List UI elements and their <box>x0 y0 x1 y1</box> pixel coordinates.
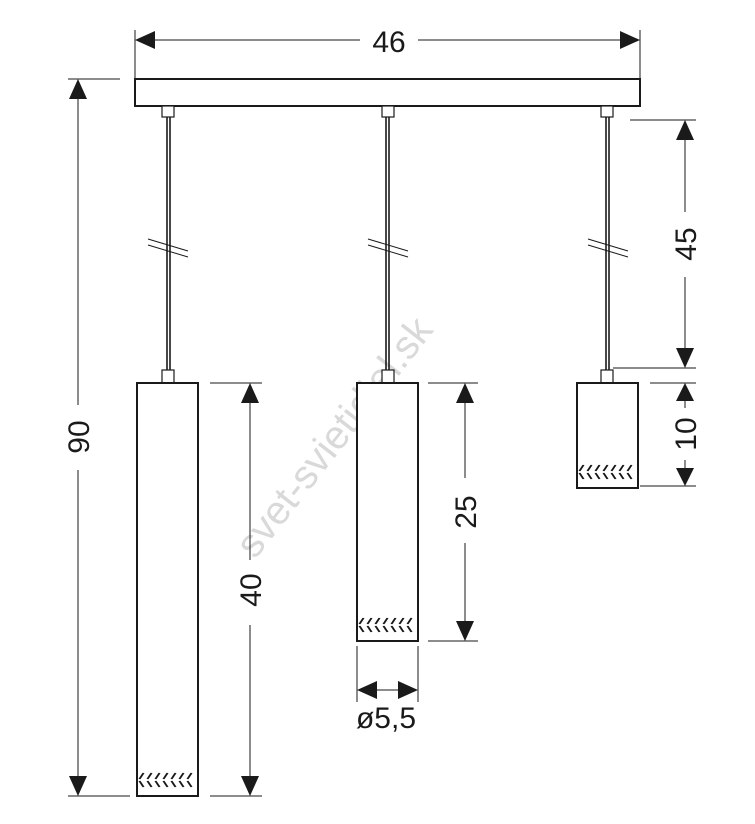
dimension-lamp-small: 10 <box>640 382 703 487</box>
lamp-medium-pattern <box>358 617 413 633</box>
cable-middle <box>367 117 409 370</box>
canopy-connector-left <box>161 105 175 118</box>
cable-left <box>147 117 189 370</box>
ceiling-canopy <box>134 78 641 107</box>
woven-band-stroke <box>358 617 413 625</box>
dimension-width: 46 <box>134 26 641 78</box>
woven-band-stroke <box>138 780 193 788</box>
dimension-lamp-small-label: 10 <box>670 417 703 450</box>
lamp-small <box>576 382 639 489</box>
dimension-diameter: ø5,5 <box>356 646 419 735</box>
dimension-width-label: 46 <box>372 26 405 59</box>
dimension-diameter-label: ø5,5 <box>356 702 416 735</box>
dimension-total-height-label: 90 <box>63 420 96 453</box>
dimension-cable: 45 <box>613 119 703 369</box>
lamp-connector-right <box>600 369 614 384</box>
woven-band-stroke <box>578 464 633 472</box>
dimension-lamp-large-label: 40 <box>235 573 268 606</box>
lamp-connector-left <box>161 369 175 384</box>
woven-band-stroke <box>138 772 193 780</box>
canopy-connector-middle <box>381 105 395 118</box>
lamp-large <box>136 382 199 797</box>
lamp-medium <box>356 382 419 642</box>
dimension-total-height: 90 <box>63 78 130 797</box>
canopy-connector-right <box>600 105 614 118</box>
cable-right <box>587 117 629 370</box>
lamp-small-pattern <box>578 464 633 480</box>
lamp-large-pattern <box>138 772 193 788</box>
woven-band-stroke <box>358 625 413 633</box>
dimension-lamp-medium-label: 25 <box>450 495 483 528</box>
lamp-connector-middle <box>381 369 395 384</box>
woven-band-stroke <box>578 472 633 480</box>
dimension-lamp-large: 40 <box>210 382 268 797</box>
dimension-cable-label: 45 <box>670 227 703 260</box>
dimension-lamp-medium: 25 <box>428 382 483 642</box>
